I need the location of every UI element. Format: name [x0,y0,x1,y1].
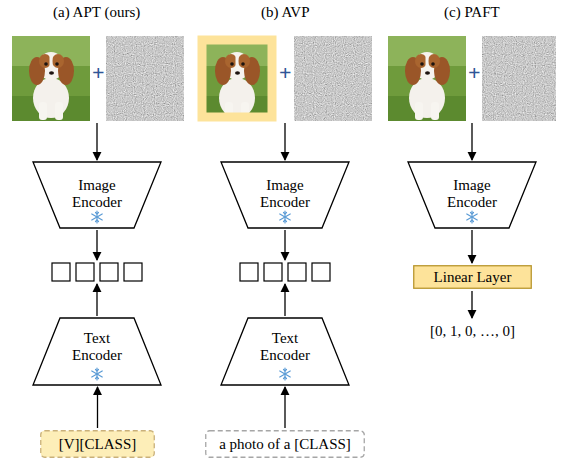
frozen-icon [280,211,290,223]
noise-image [106,36,184,121]
one-hot-output: [0, 1, 0, …, 0] [430,322,515,340]
image-encoder: Image Encoder [221,162,349,228]
node-label: a photo of a [CLASS] [219,436,351,453]
flow-arrow [97,387,98,428]
linear-layer: Linear Layer [413,265,532,289]
node-label: Linear Layer [434,269,512,286]
node-label: Text Encoder [250,330,320,364]
frozen-icon [280,368,290,380]
dog-photo [388,36,466,121]
node-label: [V][CLASS] [59,436,137,453]
visual-prompt-border [202,40,272,117]
image-encoder: Image Encoder [408,162,536,228]
noise-image [482,36,556,121]
text-encoder: Text Encoder [221,318,349,385]
text-encoder: Text Encoder [33,318,161,385]
panel-title: (b) AVP [261,3,310,21]
node-label: Image Encoder [250,177,320,211]
flow-arrow [284,387,285,428]
panel-title: (c) PAFT [444,3,500,21]
feature-tokens [52,263,330,281]
noise-image [294,36,372,121]
dog-photo [12,36,90,121]
node-label: Image Encoder [437,177,507,211]
frozen-icon [467,211,477,223]
dog-photo [198,36,276,121]
prompt-box: [V][CLASS] [40,430,155,458]
frozen-icon [92,368,102,380]
flow-arrow [471,230,472,263]
node-label: Image Encoder [62,177,132,211]
plus-sign: + [279,64,292,82]
frozen-icon [92,211,102,223]
panel-title: (a) APT (ours) [53,3,140,21]
image-encoder: Image Encoder [33,162,161,228]
plus-sign: + [468,64,481,82]
prompt-box: a photo of a [CLASS] [205,430,365,458]
plus-sign: + [92,64,105,82]
node-label: Text Encoder [62,330,132,364]
